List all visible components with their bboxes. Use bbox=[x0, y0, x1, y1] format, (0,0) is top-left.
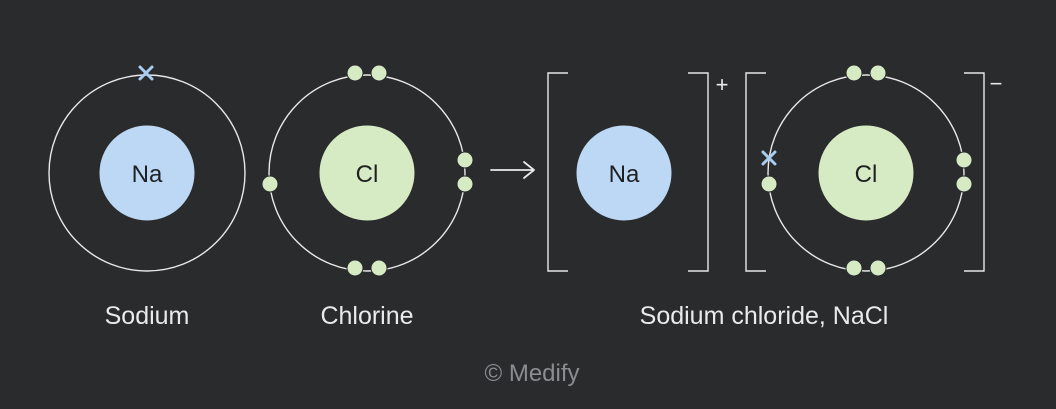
electron bbox=[869, 259, 887, 277]
copyright-credit: © Medify bbox=[484, 360, 579, 387]
sodium-nucleus bbox=[98, 124, 196, 222]
right-arrow-icon bbox=[490, 161, 535, 179]
electron bbox=[456, 175, 474, 193]
electron bbox=[261, 175, 279, 193]
chloride-electrons bbox=[760, 64, 973, 277]
electron bbox=[346, 259, 364, 277]
chloride-nucleus bbox=[817, 124, 915, 222]
chloride-shell bbox=[767, 74, 965, 272]
sodium-atom: Na bbox=[48, 65, 246, 272]
electron bbox=[845, 259, 863, 277]
chloride-ion: Cl − bbox=[745, 64, 1003, 277]
sodium-ion-charge: + bbox=[716, 72, 729, 97]
sodium-ion-nucleus bbox=[575, 124, 673, 222]
chlorine-symbol: Cl bbox=[356, 161, 379, 188]
electron bbox=[370, 64, 388, 82]
chlorine-nucleus bbox=[318, 124, 416, 222]
electron bbox=[845, 64, 863, 82]
electron bbox=[869, 64, 887, 82]
sodium-valence-electron-cross-icon bbox=[138, 65, 154, 81]
chloride-ion-symbol: Cl bbox=[855, 161, 878, 188]
chloride-ion-charge: − bbox=[990, 71, 1003, 96]
sodium-ion: Na + bbox=[547, 72, 729, 272]
electron bbox=[346, 64, 364, 82]
sodium-symbol: Na bbox=[132, 161, 163, 188]
sodium-ion-symbol: Na bbox=[609, 161, 640, 188]
chlorine-shell bbox=[268, 74, 466, 272]
chloride-ion-brackets bbox=[745, 72, 985, 272]
electron bbox=[456, 151, 474, 169]
chlorine-atom: Cl bbox=[261, 64, 474, 277]
electron bbox=[760, 175, 778, 193]
sodium-caption: Sodium bbox=[105, 302, 190, 330]
electron bbox=[370, 259, 388, 277]
electron bbox=[955, 151, 973, 169]
electron bbox=[955, 175, 973, 193]
chlorine-electrons bbox=[261, 64, 474, 277]
transferred-electron-cross-icon bbox=[761, 150, 777, 166]
chlorine-caption: Chlorine bbox=[320, 302, 413, 330]
product-caption: Sodium chloride, NaCl bbox=[640, 302, 889, 330]
sodium-ion-brackets bbox=[547, 72, 709, 272]
